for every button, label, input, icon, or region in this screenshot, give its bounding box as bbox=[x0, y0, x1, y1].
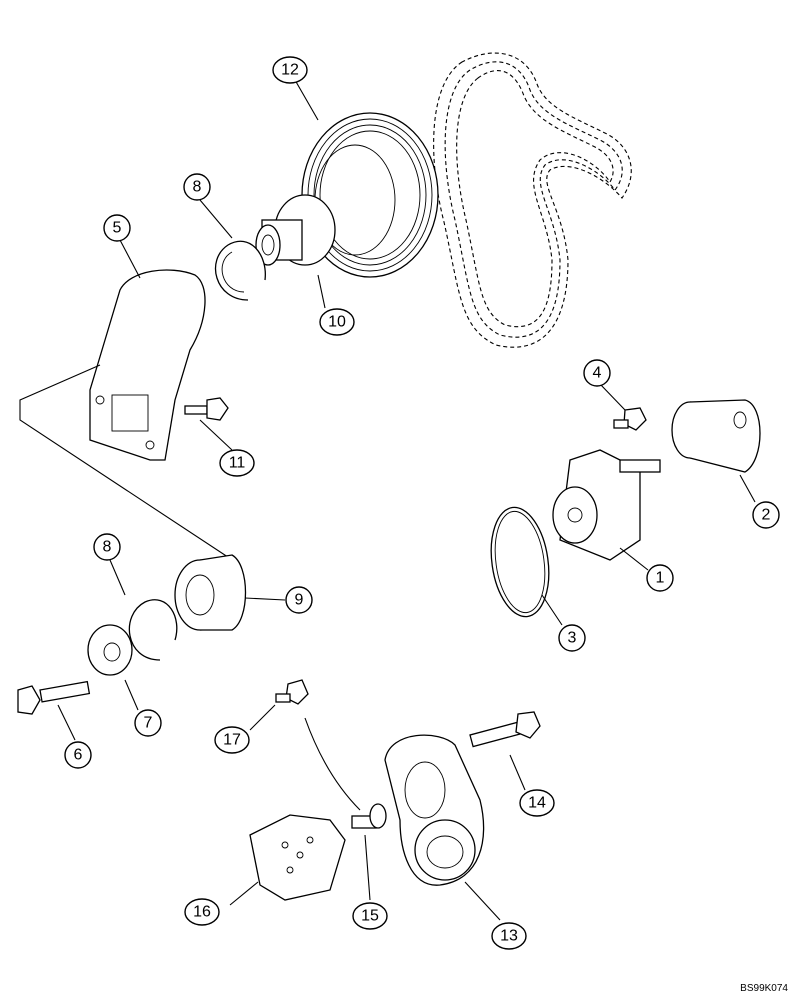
svg-text:5: 5 bbox=[113, 220, 122, 237]
assembly-line bbox=[19, 364, 241, 566]
svg-text:13: 13 bbox=[500, 928, 518, 945]
drive-belt bbox=[433, 52, 632, 348]
svg-text:12: 12 bbox=[281, 62, 299, 79]
water-pump bbox=[552, 449, 661, 561]
tensioner-bracket bbox=[89, 269, 206, 461]
callout-6: 6 bbox=[64, 741, 92, 769]
callout-16: 16 bbox=[184, 898, 220, 926]
svg-text:4: 4 bbox=[593, 365, 602, 382]
callout-3: 3 bbox=[558, 624, 586, 652]
drawing-reference-code: BS99K074 bbox=[740, 983, 788, 994]
callout-10: 10 bbox=[319, 308, 355, 336]
belt-tensioner bbox=[384, 734, 485, 886]
snap-ring-upper bbox=[214, 240, 266, 301]
callout-9: 9 bbox=[285, 586, 313, 614]
svg-text:7: 7 bbox=[144, 715, 153, 732]
bolt-15 bbox=[351, 803, 387, 829]
svg-text:10: 10 bbox=[328, 314, 346, 331]
crankshaft-pulley bbox=[301, 112, 439, 278]
callout-17: 17 bbox=[214, 726, 250, 754]
svg-text:8: 8 bbox=[103, 539, 112, 556]
bolt-17 bbox=[275, 679, 309, 705]
svg-text:2: 2 bbox=[762, 507, 771, 524]
bolt-14 bbox=[469, 711, 541, 748]
pulley-hub bbox=[255, 194, 336, 266]
callout-8-upper: 8 bbox=[183, 173, 211, 201]
callout-11: 11 bbox=[219, 449, 255, 477]
svg-text:11: 11 bbox=[229, 455, 246, 472]
idler-roller bbox=[174, 554, 247, 631]
svg-text:16: 16 bbox=[193, 904, 211, 921]
callout-7: 7 bbox=[134, 709, 162, 737]
svg-text:3: 3 bbox=[568, 630, 577, 647]
svg-text:15: 15 bbox=[361, 908, 379, 925]
callout-4: 4 bbox=[583, 359, 611, 387]
svg-text:9: 9 bbox=[295, 592, 304, 609]
snap-ring-lower bbox=[128, 599, 178, 661]
callout-5: 5 bbox=[103, 214, 131, 242]
bolt-6 bbox=[17, 680, 91, 715]
callout-2: 2 bbox=[752, 501, 780, 529]
bolt-4 bbox=[613, 407, 647, 431]
svg-text:8: 8 bbox=[193, 179, 202, 196]
callout-14: 14 bbox=[519, 789, 555, 817]
mounting-plate bbox=[249, 814, 346, 901]
callout-8-lower: 8 bbox=[93, 533, 121, 561]
pulley-cover bbox=[87, 624, 133, 676]
o-ring bbox=[490, 506, 550, 618]
callout-12: 12 bbox=[272, 56, 308, 84]
sleeve bbox=[671, 399, 761, 473]
svg-text:14: 14 bbox=[528, 795, 546, 812]
callout-1: 1 bbox=[646, 564, 674, 592]
bolt-11 bbox=[184, 397, 229, 421]
svg-text:6: 6 bbox=[74, 747, 83, 764]
leader-lines bbox=[57, 79, 756, 921]
svg-text:1: 1 bbox=[656, 570, 665, 587]
bolt-17-path bbox=[304, 717, 361, 811]
callout-13: 13 bbox=[491, 922, 527, 950]
svg-text:17: 17 bbox=[223, 732, 241, 749]
callout-15: 15 bbox=[352, 902, 388, 930]
